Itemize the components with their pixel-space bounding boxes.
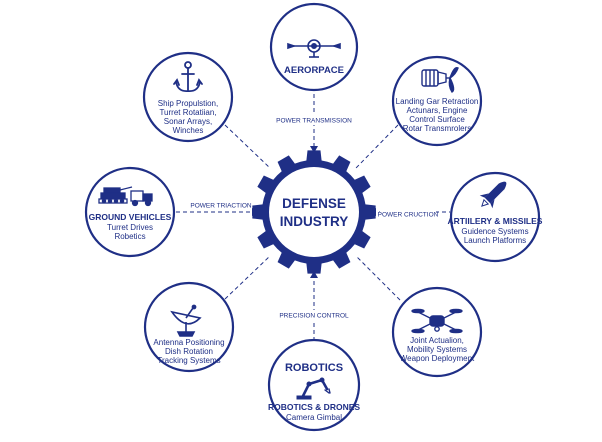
- helicopter-rotor-icon: [287, 39, 341, 58]
- node-artillery: [449, 171, 541, 263]
- connector-lower-right: [355, 255, 401, 301]
- robotics-line-1: Camera Gimbal: [286, 413, 342, 422]
- tank-truck-icon: [98, 186, 153, 207]
- ground-line-2: Robetics: [114, 232, 145, 241]
- node-robotics: [267, 338, 361, 432]
- marine-line-2: Turret Rotatiian,: [159, 108, 216, 117]
- artillery-title: ARTIILERY & MISSILES: [448, 216, 543, 226]
- connector-upper-right: [355, 124, 399, 169]
- connector-labels: POWER TRANSMISSION POWER TRIACTION POWER…: [190, 115, 439, 320]
- aircraft-line-2: Actunars, Engine: [407, 106, 468, 115]
- aerospace-title: AERORPACE: [284, 65, 344, 76]
- artillery-line-2: Launch Platforms: [464, 236, 526, 245]
- drones-text: Joint Actualion, Mobility Systems Weapon…: [400, 336, 475, 363]
- label-top: POWER TRANSMISSION: [276, 118, 352, 125]
- antenna-line-3: Tracking Systems: [157, 356, 220, 365]
- anchor-icon: [173, 61, 203, 92]
- antenna-line-1: Antenna Positioning: [153, 338, 224, 347]
- marine-line-4: Winches: [173, 126, 204, 135]
- node-antenna: [143, 281, 235, 373]
- drones-line-1: Joint Actualion,: [410, 336, 464, 345]
- antenna-line-2: Dish Rotation: [165, 347, 213, 356]
- node-aircraft: [391, 55, 483, 147]
- aircraft-line-3: Control Surface: [409, 115, 465, 124]
- artillery-line-1: Guidence Systems: [461, 227, 528, 236]
- robotic-arm-icon: [296, 377, 331, 400]
- label-right: POWER CRUCTION: [378, 212, 439, 219]
- aircraft-line-1: Landing Gar Retraction: [396, 97, 479, 106]
- hub-title-line2: INDUSTRY: [280, 214, 349, 229]
- aircraft-text: Landing Gar Retraction Actunars, Engine …: [396, 97, 479, 133]
- label-left: POWER TRIACTION: [190, 203, 252, 210]
- robotics-title: ROBOTICS: [285, 362, 343, 374]
- aircraft-line-4: Rotar Transmrolers: [403, 124, 471, 133]
- drones-line-2: Mobility Systems: [407, 345, 467, 354]
- drone-icon: [411, 308, 463, 334]
- ground-line-1: Turret Drives: [107, 223, 153, 232]
- arrow-top: [310, 146, 318, 153]
- ground-title: GROUND VEHICLES: [89, 212, 172, 222]
- hub-title-line1: DEFENSE: [282, 196, 346, 211]
- missile-icon: [479, 181, 507, 209]
- marine-line-1: Ship Propulstion,: [158, 99, 218, 108]
- antenna-text: Antenna Positioning Dish Rotation Tracki…: [153, 338, 224, 365]
- hub-inner: [269, 167, 359, 257]
- node-marine: [142, 51, 234, 143]
- arrow-bottom: [310, 271, 318, 278]
- satellite-dish-icon: [170, 304, 202, 337]
- drones-line-3: Weapon Deployment: [400, 354, 475, 363]
- label-bottom: PRECISION CONTROL: [279, 313, 349, 320]
- robotics-subtitle: ROBOTICS & DRONES: [268, 402, 360, 412]
- connector-upper-left: [224, 124, 271, 169]
- engine-propeller-icon: [421, 67, 459, 93]
- marine-line-3: Sonar Arrays,: [164, 117, 212, 126]
- hub-gear: DEFENSE INDUSTRY: [252, 150, 376, 274]
- connector-lower-left: [224, 255, 271, 300]
- marine-text: Ship Propulstion, Turret Rotatiian, Sona…: [158, 99, 218, 135]
